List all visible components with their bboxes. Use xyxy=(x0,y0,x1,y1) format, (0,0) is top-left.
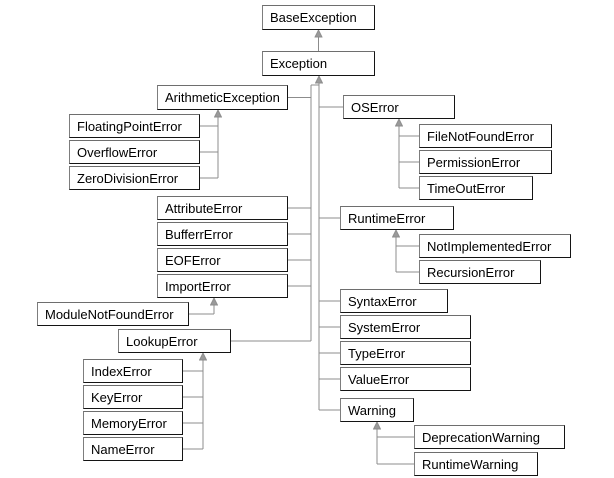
class-node-label: BufferrError xyxy=(165,226,233,242)
inheritance-arrow-Exception xyxy=(314,74,324,84)
class-node-NotImplementedError[interactable]: NotImplementedError xyxy=(419,234,571,258)
class-node-label: LookupError xyxy=(126,333,198,349)
class-node-IndexError[interactable]: IndexError xyxy=(83,359,183,383)
class-node-Exception[interactable]: Exception xyxy=(262,51,375,76)
class-node-label: RuntimeError xyxy=(348,210,426,226)
class-node-label: SystemError xyxy=(348,319,421,335)
class-node-RecursionError[interactable]: RecursionError xyxy=(419,260,541,284)
class-node-label: ImportError xyxy=(165,278,231,294)
class-node-label: ModuleNotFoundError xyxy=(45,306,174,322)
inheritance-arrow-Warning xyxy=(372,420,382,430)
class-node-ZeroDivisionError[interactable]: ZeroDivisionError xyxy=(69,166,200,190)
class-node-label: PermissionError xyxy=(427,154,521,170)
class-node-RuntimeWarning[interactable]: RuntimeWarning xyxy=(414,452,538,476)
inheritance-arrow-ArithmeticException xyxy=(213,108,223,118)
inheritance-arrow-ImportError xyxy=(209,296,219,306)
class-node-label: RuntimeWarning xyxy=(422,456,519,472)
class-node-MemoryError[interactable]: MemoryError xyxy=(83,411,183,435)
class-node-ArithmeticException[interactable]: ArithmeticException xyxy=(157,85,288,110)
class-node-FileNotFoundError[interactable]: FileNotFoundError xyxy=(419,124,552,148)
class-node-label: Warning xyxy=(348,402,396,418)
class-node-TimeOutError[interactable]: TimeOutError xyxy=(419,176,533,200)
class-node-label: ArithmeticException xyxy=(165,90,280,105)
class-node-EOFError[interactable]: EOFError xyxy=(157,248,288,272)
class-node-ModuleNotFoundError[interactable]: ModuleNotFoundError xyxy=(37,302,189,326)
class-node-PermissionError[interactable]: PermissionError xyxy=(419,150,552,174)
class-node-AttributeError[interactable]: AttributeError xyxy=(157,196,288,220)
class-node-SyntaxError[interactable]: SyntaxError xyxy=(340,289,448,313)
class-node-TypeError[interactable]: TypeError xyxy=(340,341,471,365)
class-node-label: RecursionError xyxy=(427,264,515,280)
class-node-label: FileNotFoundError xyxy=(427,128,534,144)
class-node-label: EOFError xyxy=(165,252,221,268)
class-node-label: SyntaxError xyxy=(348,293,417,309)
class-node-RuntimeError[interactable]: RuntimeError xyxy=(340,206,454,230)
class-node-BufferrError[interactable]: BufferrError xyxy=(157,222,288,246)
class-node-label: NameError xyxy=(91,441,155,457)
class-node-label: BaseException xyxy=(270,10,357,25)
class-node-label: MemoryError xyxy=(91,415,167,431)
inheritance-arrow-BaseException xyxy=(314,28,323,38)
class-node-label: OSError xyxy=(351,99,399,115)
class-node-DeprecationWarning[interactable]: DeprecationWarning xyxy=(414,425,565,449)
class-node-OverflowError[interactable]: OverflowError xyxy=(69,140,200,164)
class-node-label: AttributeError xyxy=(165,200,243,216)
class-node-label: IndexError xyxy=(91,363,152,379)
class-node-label: Exception xyxy=(270,56,328,71)
class-node-label: DeprecationWarning xyxy=(422,429,541,445)
class-node-LookupError[interactable]: LookupError xyxy=(118,329,231,353)
inheritance-arrow-RuntimeError xyxy=(391,228,401,238)
class-node-SystemError[interactable]: SystemError xyxy=(340,315,471,339)
class-node-NameError[interactable]: NameError xyxy=(83,437,183,461)
class-node-label: NotImplementedError xyxy=(427,238,552,254)
class-node-label: FloatingPointError xyxy=(77,118,182,134)
class-node-FloatingPointError[interactable]: FloatingPointError xyxy=(69,114,200,138)
class-node-label: TypeError xyxy=(348,345,406,361)
class-node-OSError[interactable]: OSError xyxy=(343,95,455,119)
inheritance-arrow-OSError xyxy=(394,117,404,127)
class-node-KeyError[interactable]: KeyError xyxy=(83,385,183,409)
class-node-label: OverflowError xyxy=(77,144,158,160)
inheritance-arrow-LookupError xyxy=(198,351,208,361)
class-node-ValueError[interactable]: ValueError xyxy=(340,367,471,391)
class-node-BaseException[interactable]: BaseException xyxy=(262,5,375,30)
class-node-Warning[interactable]: Warning xyxy=(340,398,414,422)
class-node-label: KeyError xyxy=(91,389,143,405)
class-node-label: ZeroDivisionError xyxy=(77,170,179,186)
class-node-label: ValueError xyxy=(348,371,410,387)
class-node-ImportError[interactable]: ImportError xyxy=(157,274,288,298)
class-node-label: TimeOutError xyxy=(427,180,506,196)
